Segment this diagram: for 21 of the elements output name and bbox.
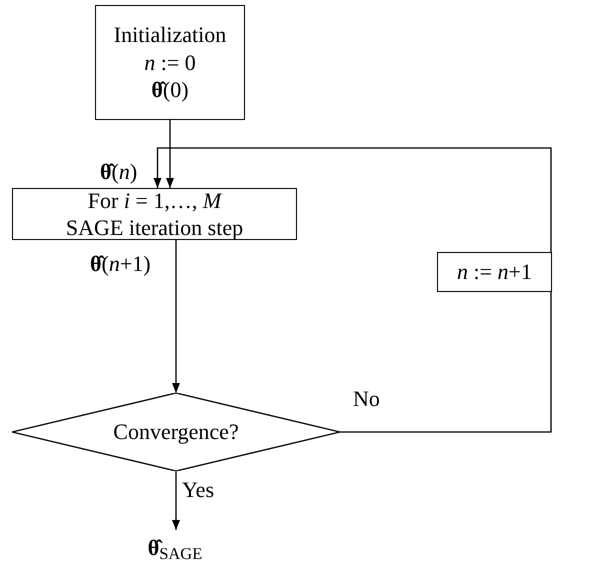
process-box [95, 5, 245, 120]
edge-label: θ̂(n+1) [90, 250, 151, 278]
arrow [154, 147, 552, 252]
edge-label: θ̂(n) [100, 158, 138, 186]
process-box [12, 188, 297, 240]
node-text: Convergence? [113, 418, 239, 446]
edge-label: Yes [182, 476, 214, 504]
decision-diamond [12, 393, 340, 471]
node-text: θ̂(0) [151, 76, 189, 104]
node-text: Initialization [114, 21, 226, 49]
arrow [172, 240, 180, 393]
node-text: θ̂$_{SAGE}$ [148, 534, 202, 562]
node-text: n := n+1 [457, 258, 532, 286]
process-box [437, 252, 552, 292]
arrow [172, 471, 180, 530]
arrow [166, 120, 174, 188]
node-text: n := 0 [144, 48, 196, 76]
connector-line [340, 292, 552, 433]
node-text: For i = 1,…, M [88, 186, 222, 214]
edge-label: No [353, 385, 380, 412]
node-text: SAGE iteration step [66, 214, 244, 242]
